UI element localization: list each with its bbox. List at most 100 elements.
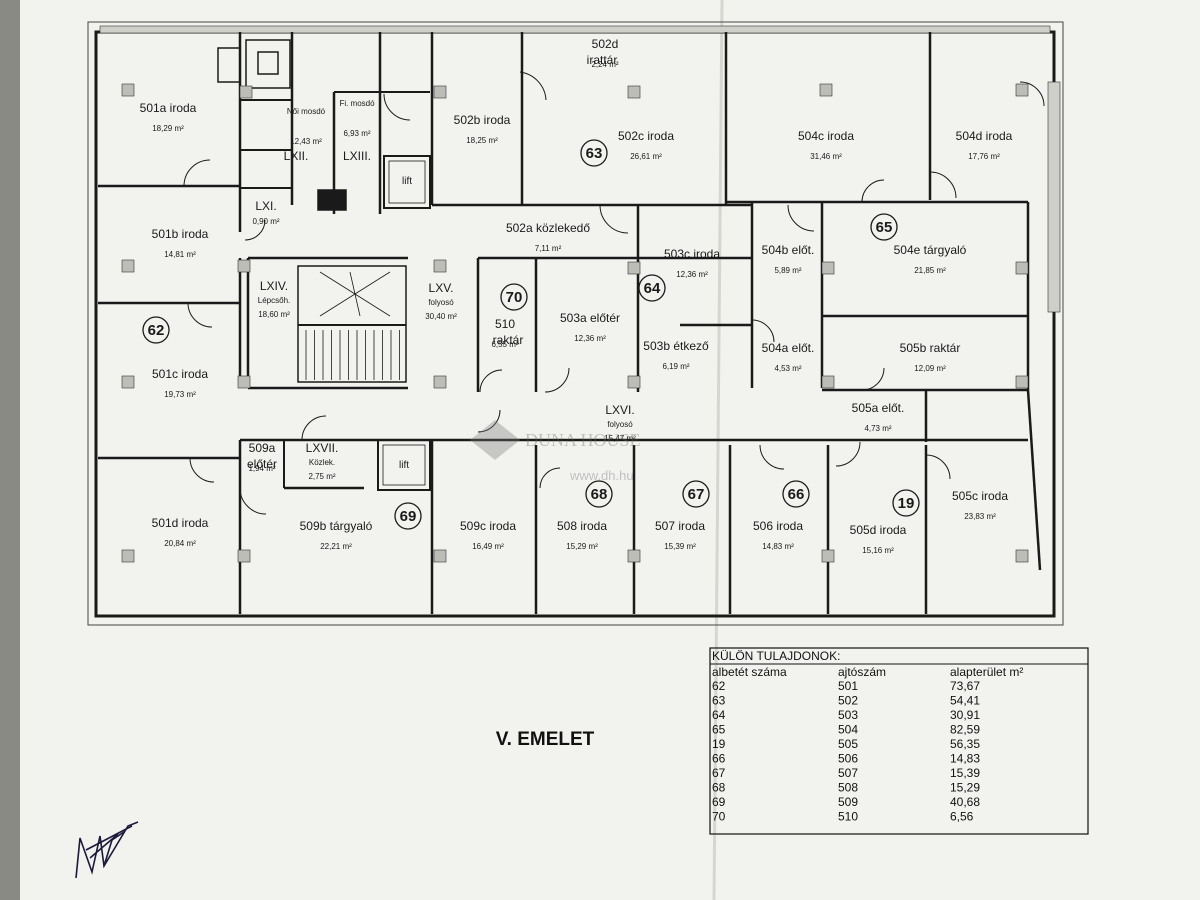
unit-badge-circle [580,139,608,167]
room-name: 502c iroda [618,129,674,143]
table-cell: 56,35 [950,737,980,751]
room-name: 501c iroda [152,367,208,381]
unit-badge-circle [870,213,898,241]
unit-badge-circle [682,480,710,508]
column [627,549,641,563]
plan-frame [87,21,1064,626]
hatched-side-wall [1047,81,1061,313]
room-name: 507 iroda [655,519,705,533]
common-area-sub: folyosó [428,298,454,307]
room-name: 504a előt. [762,341,815,355]
watermark-logo-icon [470,420,520,460]
table-cell: 506 [838,752,858,766]
unit-number: 19 [898,495,915,512]
table-border [709,647,1089,835]
common-area-sub: Közlek. [309,458,335,467]
table-cell: 501 [838,679,858,693]
column [821,549,835,563]
table-title: KÜLÖN TULAJDONOK: [712,649,840,663]
table-cell: 6,56 [950,810,974,824]
column [239,85,253,99]
common-area-label: LXIII. [343,149,371,163]
unit-badge-circle [782,480,810,508]
unit-number: 66 [788,486,805,503]
room-name: 502a közlekedő [506,221,590,235]
table-cell: 70 [712,810,726,824]
column [237,375,251,389]
table-cell: 63 [712,694,726,708]
column [1015,261,1029,275]
table-header: ajtószám [838,665,886,679]
column [627,85,641,99]
table-cell: 503 [838,708,858,722]
signature [75,821,139,879]
lift-label: lift [402,176,412,187]
column [121,375,135,389]
common-area-label: LXV. [429,281,454,295]
room-area: 2,24 m² [591,60,618,69]
table-cell: 502 [838,694,858,708]
table-header: albetét száma [712,665,787,679]
room-area: 26,61 m² [630,152,662,161]
room-area: 19,73 m² [164,390,196,399]
room-area: 16,49 m² [472,542,504,551]
column [121,549,135,563]
column [433,259,447,273]
table-cell: 504 [838,723,858,737]
table-cell: 73,67 [950,679,980,693]
room-area: 12,36 m² [574,334,606,343]
room-name: 508 iroda [557,519,607,533]
table-cell: 508 [838,781,858,795]
room-name: 504d iroda [956,129,1013,143]
room-name: 502d [592,37,619,51]
room-name: 509c iroda [460,519,516,533]
paper-fold [712,0,724,900]
room-name: 501a iroda [140,101,197,115]
unit-badge-circle [394,502,422,530]
column [433,85,447,99]
room-name: 504c iroda [798,129,854,143]
table-cell: 40,68 [950,795,980,809]
column [433,375,447,389]
room-name: 503c iroda [664,247,720,261]
column [433,549,447,563]
room-name: 501b iroda [152,227,209,241]
room-509a-extra: előtér [247,457,277,471]
table-cell: 15,39 [950,766,980,780]
lift-label: lift [399,460,409,471]
room-510-extra: raktár [493,333,524,347]
common-area-area: 18,60 m² [258,310,290,319]
room-name: 504b előt. [762,243,815,257]
unit-number: 68 [591,486,608,503]
table-header: alapterület m² [950,665,1023,679]
room-name: 505c iroda [952,489,1008,503]
room-name: 510 [495,317,515,331]
column [1015,375,1029,389]
column [627,375,641,389]
unit-badge-circle [500,283,528,311]
table-cell: 66 [712,752,726,766]
table-cell: 67 [712,766,726,780]
room-area: 12,09 m² [914,364,946,373]
common-area-area: 2,75 m² [308,472,335,481]
room-name: 509a [249,441,276,455]
watermark: DUNA HOUSE www.dh.hu [470,420,641,483]
room-area: 6,19 m² [662,362,689,371]
common-area-sub: folyosó [607,420,633,429]
common-area-area: 15,47 m² [604,434,636,443]
table-cell: 507 [838,766,858,780]
table-cell: 62 [712,679,726,693]
column [821,261,835,275]
table-cell: 510 [838,810,858,824]
column [237,259,251,273]
room-name: 504e tárgyaló [894,243,967,257]
unit-number: 62 [148,322,165,339]
table-cell: 14,83 [950,752,980,766]
stair-arrows [319,271,391,317]
room-area: 31,46 m² [810,152,842,161]
column [821,375,835,389]
